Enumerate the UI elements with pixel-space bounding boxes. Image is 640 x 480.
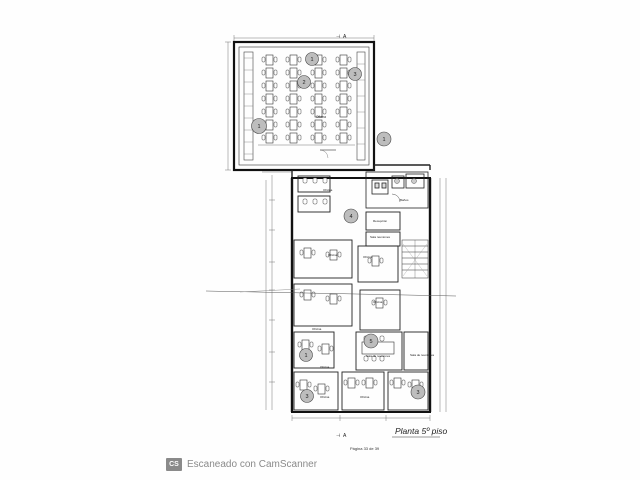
zone-badge: 5 [369, 339, 372, 345]
zone-badge: 3 [353, 72, 356, 78]
corridor [291, 164, 431, 178]
camscanner-watermark: CS Escaneado con CamScanner [166, 456, 317, 472]
room-label-oficina-c: Oficina [363, 255, 373, 259]
zone-badge: 1 [310, 57, 313, 63]
room-label-oficina-d: Oficina [312, 327, 322, 331]
section-marker-bottom-letter: A [343, 433, 347, 439]
stair-core [401, 239, 429, 279]
plan-title: Planta 5º piso [395, 426, 448, 436]
dimension-lines-top [225, 35, 375, 171]
room-label-oficina-e: Oficina [373, 300, 383, 304]
dimension-lines-left-mid [262, 171, 292, 410]
middle-rooms [293, 175, 401, 331]
room-label-recepcion: Recepción [373, 219, 388, 223]
room-label-banos: Baños [400, 198, 409, 202]
room-label-oficina-h: Oficina [360, 395, 370, 399]
room-label-oficina-a: Oficina [323, 188, 333, 192]
room-label-upper-office: Oficina [316, 115, 326, 119]
room-label-sala-de-reuniones-b: Sala de reuniones [410, 353, 435, 357]
room-label-sala-de-reuniones-a: Sala de reuniones [366, 354, 391, 358]
lower-building-block [290, 177, 432, 413]
zone-badge: 3 [305, 394, 308, 400]
section-marker-top: ⊣ [336, 34, 340, 40]
page-footer: Página 33 de 39 [350, 446, 380, 451]
section-marker-bottom: ⊣ [336, 433, 340, 439]
bathroom-core [365, 171, 429, 209]
zone-badge: 1 [257, 124, 260, 130]
dimension-lines-bottom [291, 178, 447, 421]
room-label-sala-reuniones: Sala reuniones [370, 235, 391, 239]
room-label-oficina-g: Oficina [320, 395, 330, 399]
zone-badge: 2 [302, 80, 305, 86]
room-label-oficina-b: Oficina [328, 253, 338, 257]
zone-badges: 1 1 2 3 1 4 5 1 3 3 [251, 52, 426, 403]
section-marker-top-letter: A [343, 34, 347, 40]
watermark-text: Escaneado con CamScanner [187, 458, 318, 470]
meeting-rooms [293, 331, 429, 411]
room-label-oficina-f: Oficina [320, 365, 330, 369]
upper-office-block: Oficina [232, 40, 376, 172]
zone-badge: 4 [349, 214, 352, 220]
camscanner-logo-icon: CS [166, 457, 182, 471]
zone-badge: 1 [382, 137, 385, 143]
zone-badge: 3 [416, 390, 419, 396]
zone-badge: 1 [304, 353, 307, 359]
section-cut-line [205, 290, 457, 297]
